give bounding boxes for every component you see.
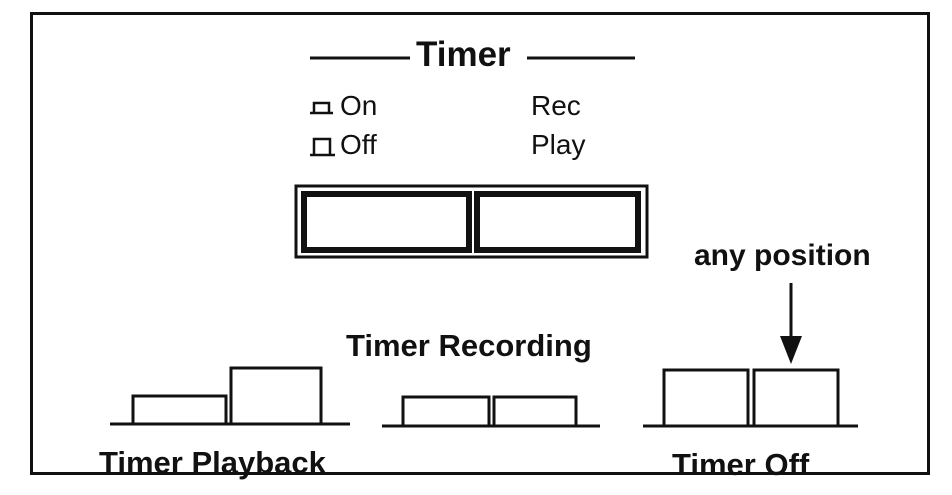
- arrow-down-icon: [780, 283, 802, 364]
- switch-housing: [294, 184, 649, 259]
- off-switch: [643, 368, 858, 428]
- off-label: Off: [340, 129, 377, 160]
- switch-down-icon: [310, 137, 335, 157]
- on-label: On: [340, 90, 378, 121]
- rec-label: Rec: [531, 90, 581, 121]
- switch-on-off-key: [301, 191, 472, 253]
- timer-off-label: Timer Off: [672, 447, 810, 482]
- timer-switch-block: [294, 184, 649, 259]
- diagram-title: Timer: [416, 35, 511, 74]
- switch-rec-play-key: [474, 191, 641, 253]
- timer-recording-label: Timer Recording: [346, 328, 592, 363]
- diagram-frame: [30, 12, 930, 475]
- recording-switch: [382, 395, 600, 428]
- timer-playback-label: Timer Playback: [99, 445, 326, 480]
- play-label: Play: [531, 129, 586, 160]
- switch-up-icon: [310, 101, 333, 115]
- playback-switch: [110, 366, 350, 426]
- any-position-label: any position: [694, 239, 871, 272]
